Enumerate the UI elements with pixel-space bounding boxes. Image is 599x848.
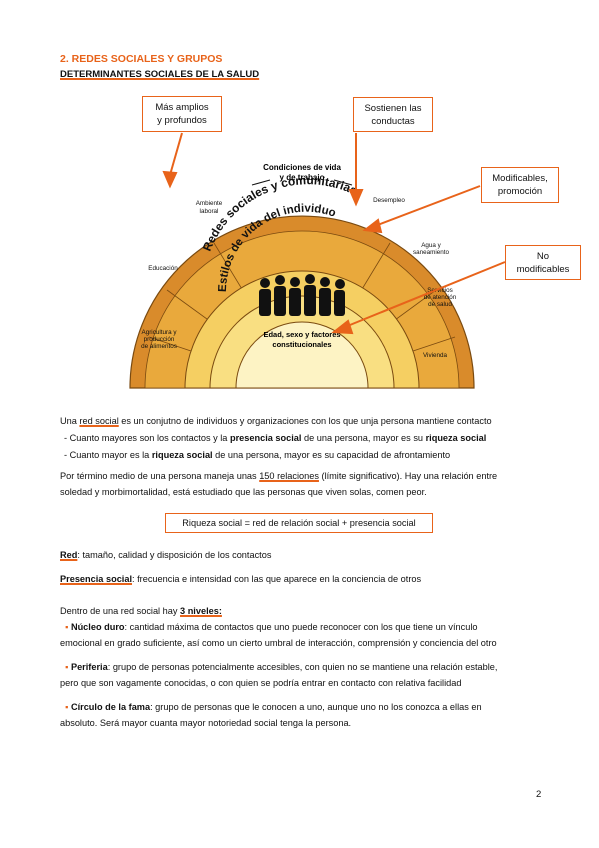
callout-modifiable: Modificables,promoción (481, 167, 559, 203)
arrow-head-icon (362, 218, 383, 234)
list-item: - Cuanto mayores son los contactos y la … (64, 433, 487, 443)
definition-presencia: Presencia social: frecuencia e intensida… (60, 574, 422, 584)
list-item: - Cuanto mayor es la riqueza social de u… (64, 450, 451, 460)
segment-label: laboral (200, 208, 219, 215)
paragraph-definition: Una red social es un conjutno de individ… (60, 416, 492, 426)
level-periferia: ▪ Periferia: grupo de personas potencial… (60, 662, 498, 688)
segment-label: de salud (428, 301, 452, 308)
term-red-social: red social (79, 416, 119, 426)
health-determinants-diagram: Edad, sexo y factores constitucionales C… (129, 109, 506, 389)
segment-label: Servicios (427, 287, 453, 294)
segment-label: Ambiente (196, 200, 223, 207)
level-nucleo-duro: ▪ Núcleo duro: cantidad máxima de contac… (60, 622, 497, 648)
callout-arrow (169, 132, 183, 176)
callout-arrow (374, 185, 481, 227)
segment-label: Agua y (421, 242, 441, 249)
formula-box: Riqueza social = red de relación social … (165, 513, 433, 533)
levels-intro: Dentro de una red social hay 3 niveles: (60, 606, 222, 616)
segment-label: producción (144, 336, 175, 343)
page-number: 2 (536, 789, 542, 800)
callout-arrow (344, 261, 506, 328)
core-circle (235, 321, 369, 389)
segment-label: de atención (424, 294, 457, 301)
arrow-head-icon (331, 319, 354, 335)
core-label: constitucionales (272, 340, 331, 349)
bullet-icon: ▪ (65, 702, 69, 712)
level-circulo-fama: ▪ Círculo de la fama: grupo de personas … (60, 702, 482, 728)
segment-label: Educación (148, 265, 178, 272)
segment-label: saneamiento (413, 249, 450, 256)
segment-label: Agricultura y (142, 329, 178, 336)
section-title: 2. REDES SOCIALES Y GRUPOS (60, 53, 223, 65)
bullet-icon: ▪ (65, 622, 69, 632)
section-subtitle: DETERMINANTES SOCIALES DE LA SALUD (60, 69, 260, 80)
arrow-icon (251, 179, 353, 186)
bullet-icon: ▪ (65, 662, 69, 672)
living-conditions-label: y de trabajo (280, 173, 325, 182)
segment-label: de alimentos (141, 343, 177, 350)
segment-label: Desempleo (373, 197, 405, 204)
core-label: Edad, sexo y factores (263, 330, 340, 339)
arrow-head-icon (348, 189, 364, 207)
people-silhouette-icon (259, 274, 345, 316)
arrow-head-icon (162, 170, 178, 189)
living-conditions-label: Condiciones de vida (263, 163, 341, 172)
paragraph-relations: Por término medio de una persona maneja … (60, 471, 498, 497)
definition-red: Red: tamaño, calidad y disposición de lo… (60, 550, 272, 560)
segment-label: Vivienda (423, 352, 448, 359)
